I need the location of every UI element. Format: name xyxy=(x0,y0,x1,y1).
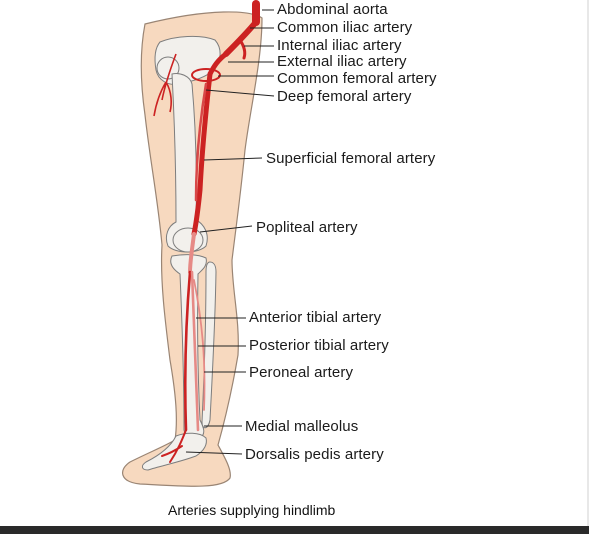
femur-bone xyxy=(165,73,208,253)
label-deep-femoral-artery: Deep femoral artery xyxy=(277,88,412,105)
bottom-bar xyxy=(0,526,589,534)
label-peroneal-artery: Peroneal artery xyxy=(249,364,354,381)
leader-lines xyxy=(185,9,275,455)
peroneal-vessel xyxy=(193,279,206,411)
leader-deep-femoral xyxy=(205,89,275,97)
label-popliteal-artery: Popliteal artery xyxy=(256,219,358,236)
posterior-tibial-vessel xyxy=(190,270,200,432)
label-common-femoral-artery: Common femoral artery xyxy=(277,70,437,87)
knee-cap xyxy=(172,227,204,253)
superficial-femoral-vessel xyxy=(191,71,213,237)
label-common-iliac-artery: Common iliac artery xyxy=(277,19,413,36)
dorsalis-pedis-vessel xyxy=(161,429,187,463)
gluteal-branches xyxy=(153,53,177,117)
label-dorsalis-pedis-artery: Dorsalis pedis artery xyxy=(245,446,384,463)
popliteal-vessel xyxy=(188,232,196,274)
leader-dorsalis-pedis xyxy=(185,451,243,455)
leader-popliteal xyxy=(199,225,253,233)
leader-superficial-femoral xyxy=(203,157,263,161)
deep-femoral-vessel xyxy=(194,82,208,202)
label-superficial-femoral-artery: Superficial femoral artery xyxy=(266,150,436,167)
common-femoral-loop xyxy=(191,68,221,82)
label-external-iliac-artery: External iliac artery xyxy=(277,53,407,70)
common-iliac-vessel xyxy=(223,19,259,57)
label-internal-iliac-artery: Internal iliac artery xyxy=(277,37,402,54)
internal-iliac-vessel xyxy=(238,38,247,60)
label-abdominal-aorta: Abdominal aorta xyxy=(277,1,388,18)
figure-caption: Arteries supplying hindlimb xyxy=(168,502,336,518)
label-posterior-tibial-artery: Posterior tibial artery xyxy=(249,337,389,354)
fibula-bone xyxy=(201,261,217,429)
anterior-tibial-vessel xyxy=(183,270,192,432)
label-medial-malleolus: Medial malleolus xyxy=(245,418,359,435)
right-edge-strip xyxy=(587,0,589,526)
label-anterior-tibial-artery: Anterior tibial artery xyxy=(249,309,382,326)
